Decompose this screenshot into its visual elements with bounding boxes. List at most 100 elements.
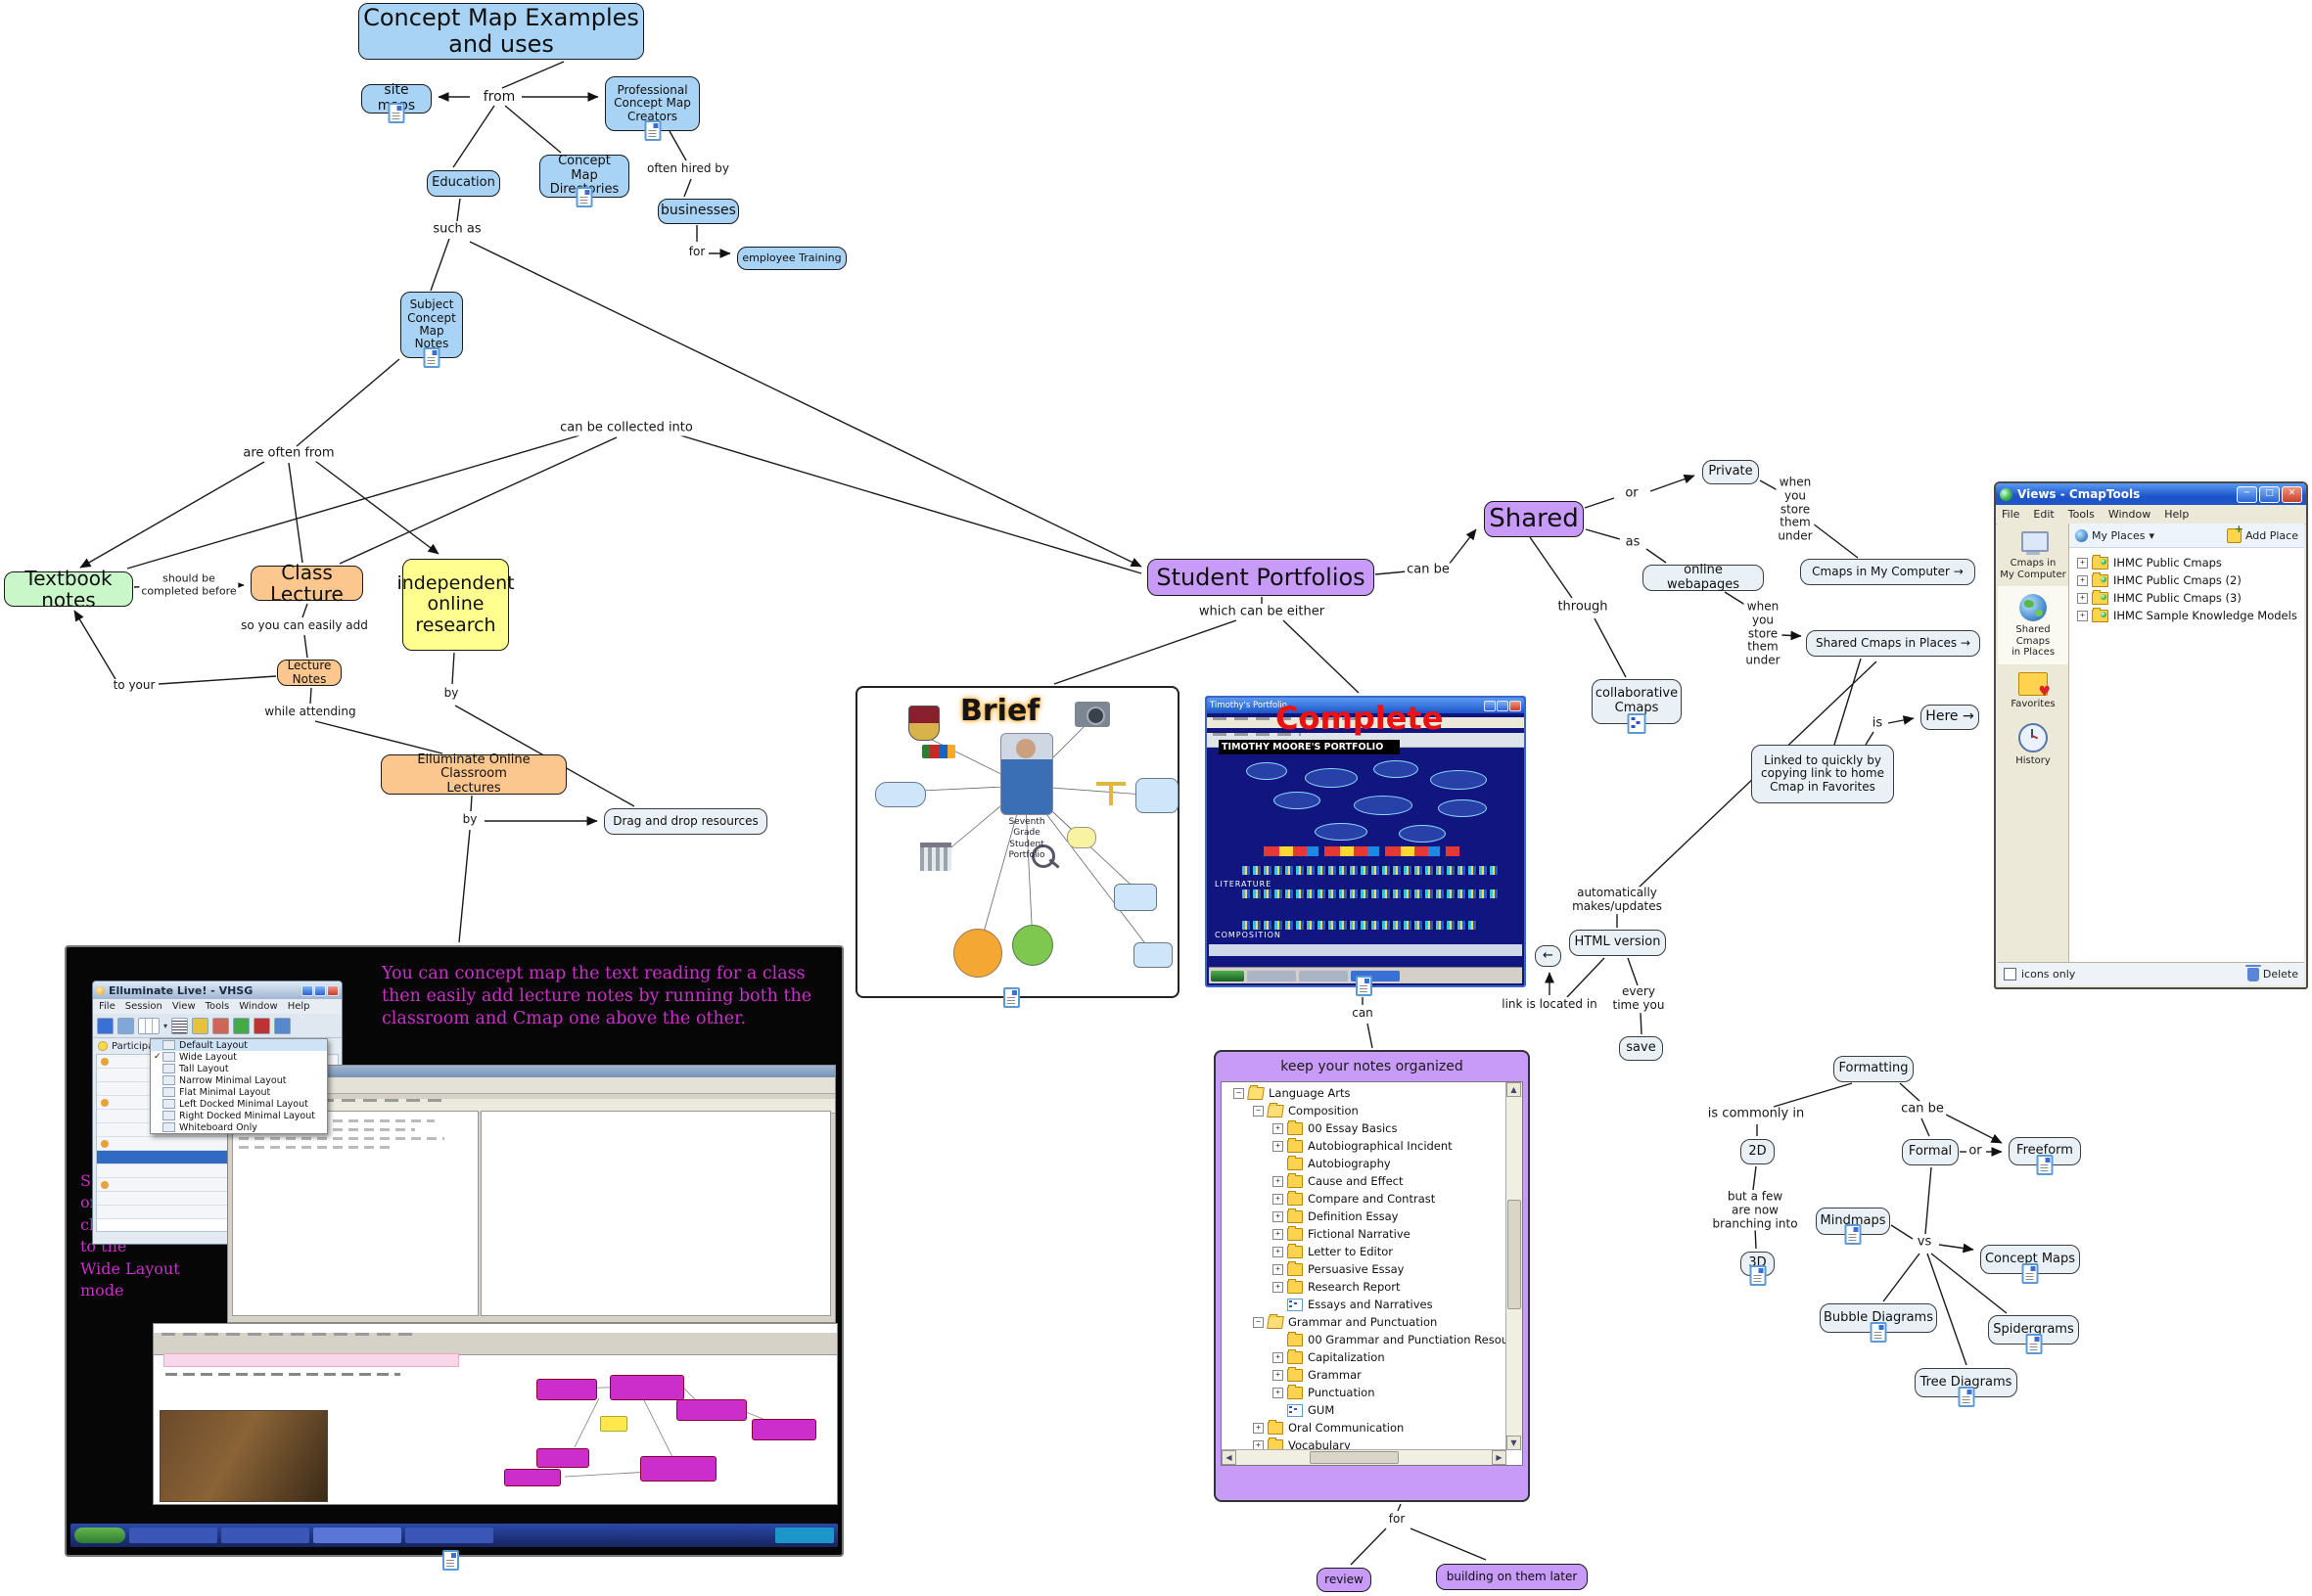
elluminate-titlebar[interactable]: Elluminate Live! - VHSG: [93, 981, 342, 999]
resource-icon[interactable]: [2021, 1263, 2039, 1284]
collapse-icon[interactable]: −: [1233, 1087, 1244, 1099]
delete-trash-icon[interactable]: [2244, 964, 2261, 981]
tree-row[interactable]: +Grammar: [1225, 1366, 1505, 1384]
node-elluminate-lectures[interactable]: Elluminate Online Classroom Lectures: [381, 752, 567, 796]
tree-row[interactable]: +Capitalization: [1225, 1348, 1505, 1366]
expand-icon[interactable]: +: [1272, 1122, 1283, 1134]
scroll-left-button[interactable]: ◀: [1222, 1450, 1236, 1465]
node-two-d[interactable]: 2D: [1740, 1139, 1775, 1164]
resource-icon[interactable]: [1870, 1322, 1887, 1343]
cmap-icon[interactable]: [1627, 713, 1646, 734]
expand-icon[interactable]: +: [1272, 1175, 1283, 1187]
node-tree-diagrams[interactable]: Tree Diagrams: [1915, 1368, 2017, 1407]
resource-icon[interactable]: [1356, 976, 1372, 996]
minimize-button[interactable]: ─: [2237, 485, 2257, 503]
collapse-icon[interactable]: −: [1253, 1316, 1264, 1328]
node-linked-quickly[interactable]: Linked to quickly by copying link to hom…: [1751, 745, 1894, 803]
resource-icon[interactable]: [576, 187, 593, 207]
node-building-on-them-later[interactable]: building on them later: [1436, 1564, 1588, 1590]
close-button[interactable]: ✕: [2282, 485, 2302, 503]
layout-menu-item[interactable]: Tall Layout: [151, 1063, 327, 1074]
node-here[interactable]: Here →: [1920, 705, 1979, 730]
resource-icon[interactable]: [2025, 1334, 2042, 1354]
check-icon[interactable]: [233, 1017, 251, 1034]
expand-icon[interactable]: +: [1272, 1351, 1283, 1363]
expand-icon[interactable]: +: [1272, 1246, 1283, 1257]
node-businesses[interactable]: businesses: [658, 199, 739, 224]
scroll-right-button[interactable]: ▶: [1492, 1450, 1506, 1465]
node-shared[interactable]: Shared: [1484, 501, 1584, 537]
expand-icon[interactable]: +: [1272, 1228, 1283, 1240]
resource-icon[interactable]: [388, 103, 405, 123]
menu-item-help[interactable]: Help: [2164, 508, 2190, 521]
tree-row[interactable]: −Language Arts: [1225, 1084, 1505, 1102]
scroll-up-button[interactable]: ▲: [1506, 1082, 1521, 1097]
node-save[interactable]: save: [1619, 1036, 1663, 1061]
delete-label[interactable]: Delete: [2262, 968, 2298, 980]
tree-row[interactable]: +Vocabulary: [1225, 1436, 1505, 1454]
chevron-down-icon[interactable]: ▾: [2149, 528, 2155, 542]
resource-icon[interactable]: [1003, 987, 1020, 1008]
node-cmaps-in-my-computer[interactable]: Cmaps in My Computer →: [1800, 559, 1975, 585]
node-collaborative-cmaps[interactable]: collaborative Cmaps: [1592, 679, 1682, 734]
screen-icon[interactable]: [274, 1017, 292, 1034]
node-lecture-notes[interactable]: Lecture Notes: [277, 659, 342, 686]
close-button[interactable]: [1509, 700, 1521, 711]
tree-row[interactable]: +Fictional Narrative: [1225, 1225, 1505, 1243]
expand-icon[interactable]: +: [1272, 1281, 1283, 1293]
node-independent-online-research[interactable]: independent online research: [396, 559, 515, 651]
menu-item-window[interactable]: Window: [2107, 508, 2151, 521]
expand-icon[interactable]: +: [1272, 1210, 1283, 1222]
node-professional-creators[interactable]: Professional Concept Map Creators: [605, 76, 700, 141]
horizontal-scrollbar[interactable]: ◀ ▶: [1222, 1449, 1506, 1465]
expand-icon[interactable]: +: [1272, 1387, 1283, 1398]
node-freeform[interactable]: Freeform: [2009, 1137, 2081, 1175]
vertical-scrollbar[interactable]: ▲ ▼: [1505, 1082, 1522, 1450]
layout-dropdown-arrow[interactable]: ▾: [163, 1021, 168, 1030]
tree-row[interactable]: −Composition: [1225, 1102, 1505, 1119]
node-review[interactable]: review: [1317, 1568, 1371, 1592]
node-bubble-diagrams[interactable]: Bubble Diagrams: [1820, 1303, 1937, 1343]
tree-row[interactable]: +Oral Communication: [1225, 1419, 1505, 1436]
node-employee-training[interactable]: employee Training: [737, 247, 847, 270]
expand-icon[interactable]: +: [1272, 1263, 1283, 1275]
places-tree-row[interactable]: +IHMC Public Cmaps: [2069, 554, 2304, 571]
menu-item-view[interactable]: View: [171, 1001, 196, 1012]
node-html-version[interactable]: HTML version: [1569, 930, 1666, 956]
maximize-button[interactable]: [1497, 700, 1508, 711]
menu-item-tools[interactable]: Tools: [2067, 508, 2095, 521]
views-window-titlebar[interactable]: Views - CmapTools ─ □ ✕: [1996, 483, 2306, 505]
node-student-portfolios[interactable]: Student Portfolios: [1147, 559, 1374, 596]
node-private[interactable]: Private: [1702, 460, 1759, 484]
grid-icon[interactable]: [212, 1017, 230, 1034]
layout-menu-item[interactable]: Default Layout: [151, 1039, 327, 1051]
expand-icon[interactable]: +: [2077, 557, 2088, 569]
tree-row[interactable]: −Grammar and Punctuation: [1225, 1313, 1505, 1331]
expand-icon[interactable]: +: [1272, 1369, 1283, 1381]
menu-item-file[interactable]: File: [99, 1001, 116, 1012]
node-concept-map-directories[interactable]: Concept Map Directories: [539, 154, 629, 207]
collapse-icon[interactable]: −: [1253, 1105, 1264, 1117]
node-mindmaps[interactable]: Mindmaps: [1816, 1208, 1890, 1245]
layout-menu-item[interactable]: Left Docked Minimal Layout: [151, 1098, 327, 1110]
places-tree-row[interactable]: +IHMC Sample Knowledge Models: [2069, 607, 2304, 624]
print-icon[interactable]: [117, 1017, 134, 1034]
resource-icon[interactable]: [442, 1550, 459, 1571]
node-three-d[interactable]: 3D: [1740, 1252, 1775, 1286]
menu-item-help[interactable]: Help: [287, 1001, 310, 1012]
menu-item-tools[interactable]: Tools: [205, 1001, 230, 1012]
tree-row[interactable]: +Definition Essay: [1225, 1208, 1505, 1225]
places-tree-row[interactable]: +IHMC Public Cmaps (2): [2069, 571, 2304, 589]
icons-only-checkbox[interactable]: [2004, 968, 2016, 980]
list-icon[interactable]: [171, 1017, 189, 1034]
tree-row[interactable]: Autobiography: [1225, 1155, 1505, 1172]
menu-item-window[interactable]: Window: [239, 1001, 278, 1012]
resource-icon[interactable]: [1958, 1387, 1974, 1407]
node-formatting[interactable]: Formatting: [1833, 1056, 1914, 1082]
scroll-down-button[interactable]: ▼: [1506, 1436, 1521, 1450]
minimize-button[interactable]: [1484, 700, 1496, 711]
node-online-webapages[interactable]: online webapages: [1642, 563, 1764, 591]
node-formal[interactable]: Formal: [1902, 1139, 1959, 1165]
save-icon[interactable]: [97, 1017, 114, 1034]
layout-menu-item[interactable]: ✓Wide Layout: [151, 1051, 327, 1063]
